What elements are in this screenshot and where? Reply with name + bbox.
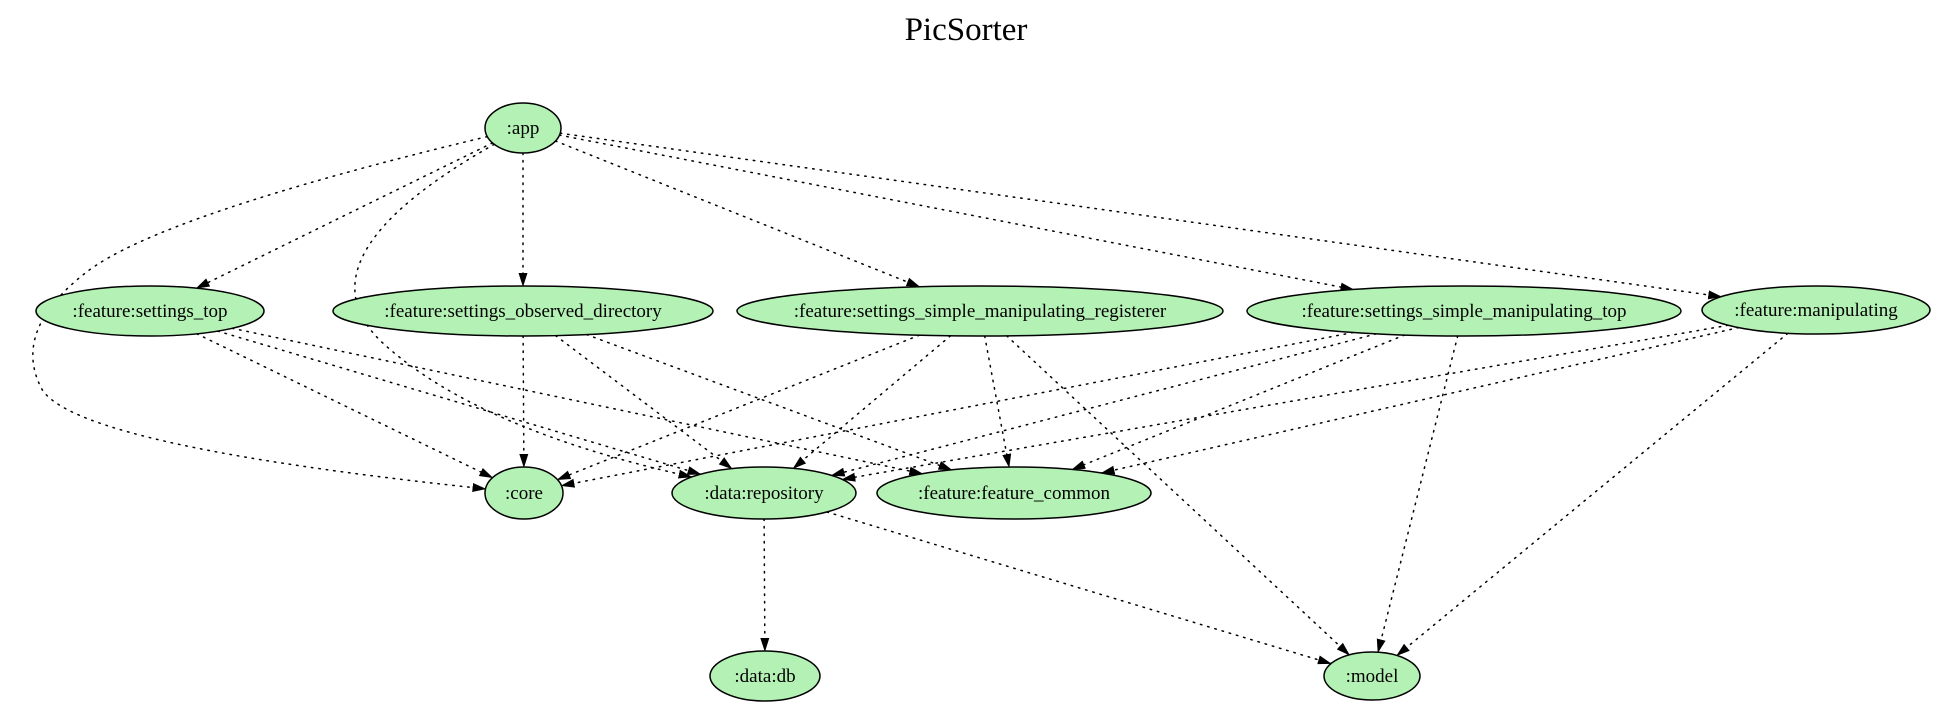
node-ellipse-core <box>484 466 564 520</box>
edge-data_repository-to-model <box>826 511 1332 665</box>
edge-feature_settings_observed_directory-to-core <box>519 335 529 468</box>
edge-data_repository-to-data_db <box>760 518 770 652</box>
edge-feature_settings_simple_manipulating_top-to-core <box>560 331 1354 488</box>
nodes-layer: :app :feature:settings_top :feature:settin… <box>35 102 1931 702</box>
edge-app-to-feature_settings_simple_manipulating_top <box>558 134 1355 292</box>
node-model: :model <box>1323 651 1421 701</box>
node-feature_settings_top: :feature:settings_top <box>35 285 265 337</box>
edge-feature_settings_simple_manipulating_registerer-to-model <box>1005 335 1351 656</box>
node-label-feature_settings_simple_manipulating_registerer: :feature:settings_simple_manipulating_re… <box>794 301 1167 322</box>
node-label-core: :core <box>505 483 543 504</box>
node-ellipse-model <box>1323 651 1421 701</box>
node-feature_manipulating: :feature:manipulating <box>1701 285 1931 335</box>
node-label-feature_settings_top: :feature:settings_top <box>72 301 227 322</box>
edge-app-to-feature_manipulating <box>559 132 1723 300</box>
node-data_db: :data:db <box>709 650 821 702</box>
edge-app-to-core <box>32 135 489 493</box>
edge-feature_manipulating-to-feature_feature_common <box>1100 326 1740 475</box>
node-feature_settings_simple_manipulating_top: :feature:settings_simple_manipulating_to… <box>1246 285 1682 337</box>
node-ellipse-feature_settings_top <box>35 285 265 337</box>
graph-title: PicSorter <box>905 12 1028 48</box>
node-label-feature_settings_observed_directory: :feature:settings_observed_directory <box>384 301 662 322</box>
edge-feature_settings_top-to-data_repository <box>217 330 702 475</box>
node-ellipse-feature_feature_common <box>876 466 1152 520</box>
node-label-feature_settings_simple_manipulating_top: :feature:settings_simple_manipulating_to… <box>1301 301 1626 322</box>
node-data_repository: :data:repository <box>671 466 857 520</box>
node-ellipse-data_db <box>709 650 821 702</box>
edge-feature_settings_simple_manipulating_registerer-to-data_repository <box>792 335 952 470</box>
edge-app-to-feature_settings_simple_manipulating_registerer <box>554 140 921 288</box>
node-feature_feature_common: :feature:feature_common <box>876 466 1152 520</box>
edge-feature_settings_simple_manipulating_registerer-to-core <box>556 334 921 481</box>
node-label-data_repository: :data:repository <box>704 483 824 504</box>
node-feature_settings_observed_directory: :feature:settings_observed_directory <box>332 285 714 337</box>
node-label-data_db: :data:db <box>734 666 795 687</box>
edge-feature_settings_simple_manipulating_registerer-to-feature_feature_common <box>983 335 1012 468</box>
node-feature_settings_simple_manipulating_registerer: :feature:settings_simple_manipulating_re… <box>736 285 1224 337</box>
node-ellipse-feature_settings_observed_directory <box>332 285 714 337</box>
node-app: :app <box>484 102 562 154</box>
node-ellipse-feature_settings_simple_manipulating_top <box>1246 285 1682 337</box>
node-label-app: :app <box>507 118 540 139</box>
node-ellipse-app <box>484 102 562 154</box>
edge-feature_manipulating-to-data_repository <box>841 324 1729 482</box>
node-label-feature_manipulating: :feature:manipulating <box>1734 300 1898 321</box>
edge-feature_settings_observed_directory-to-feature_feature_common <box>585 333 953 471</box>
node-label-feature_feature_common: :feature:feature_common <box>918 483 1111 504</box>
edge-feature_settings_simple_manipulating_top-to-feature_feature_common <box>1071 334 1406 471</box>
node-core: :core <box>484 466 564 520</box>
edge-feature_settings_simple_manipulating_top-to-data_repository <box>830 333 1377 477</box>
node-label-model: :model <box>1346 666 1399 687</box>
edge-feature_settings_simple_manipulating_top-to-model <box>1376 335 1459 654</box>
node-ellipse-feature_manipulating <box>1701 285 1931 335</box>
edges-layer <box>32 132 1789 665</box>
edge-feature_manipulating-to-model <box>1396 332 1789 657</box>
node-ellipse-data_repository <box>671 466 857 520</box>
edge-feature_settings_observed_directory-to-data_repository <box>554 334 733 470</box>
edge-app-to-data_repository <box>354 143 693 479</box>
edge-feature_settings_top-to-core <box>196 333 494 479</box>
edge-feature_settings_top-to-feature_feature_common <box>231 327 924 476</box>
node-ellipse-feature_settings_simple_manipulating_registerer <box>736 285 1224 337</box>
edge-app-to-feature_settings_top <box>195 142 494 289</box>
